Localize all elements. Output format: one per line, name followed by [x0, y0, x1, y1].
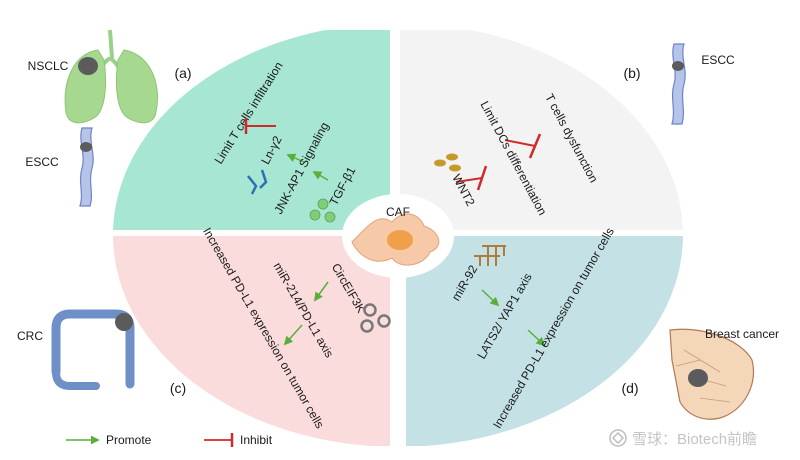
legend-promote-label: Promote — [106, 433, 152, 447]
b-inhibit-bar-2 — [476, 165, 488, 191]
lung-tumor — [78, 57, 98, 75]
b-inhibit-stem-2 — [455, 177, 483, 183]
c-arrow-2 — [283, 324, 303, 346]
quadrant-c-bg — [113, 236, 390, 446]
esophagus-left-icon — [79, 127, 94, 207]
esophagus-right-icon — [671, 43, 686, 125]
label-crc: CRC — [17, 329, 43, 343]
d-arrow-1 — [481, 289, 500, 307]
a-arrow-2 — [312, 171, 329, 181]
quadrant-a-bg — [113, 30, 390, 230]
breast-tumor — [688, 369, 708, 387]
caf-label: CAF — [386, 205, 410, 219]
lung-icon — [64, 29, 158, 124]
label-breast-cancer: Breast cancer — [705, 327, 779, 341]
wnt2-particles-icon — [434, 153, 461, 172]
watermark: 雪球：Biotech前瞻 — [632, 431, 757, 448]
tag-c: (c) — [170, 380, 186, 396]
a-arrow-1 — [286, 153, 305, 163]
tag-b: (b) — [623, 65, 640, 81]
label-escc-right: ESCC — [701, 53, 735, 67]
circeif3k-rings-icon — [360, 303, 391, 333]
colon-tumor — [115, 313, 133, 331]
c-arrow-1 — [313, 281, 329, 302]
esophagus-left-tumor — [80, 142, 92, 152]
mir92-strands-icon — [474, 245, 506, 266]
tgf-beta1-particles-icon — [309, 198, 336, 223]
esophagus-right-tumor — [672, 61, 684, 71]
ln-gamma2-molecule-icon — [247, 169, 268, 195]
legend-inhibit-label: Inhibit — [240, 433, 273, 447]
b-inhibit-stem-1 — [504, 139, 536, 147]
tag-a: (a) — [174, 65, 191, 81]
caf-cell — [342, 194, 454, 278]
d-arrow-2 — [527, 329, 546, 347]
label-nsclc: NSCLC — [28, 59, 69, 73]
label-escc-left: ESCC — [25, 155, 59, 169]
tag-d: (d) — [621, 380, 638, 396]
watermark-logo-icon — [609, 429, 627, 447]
b-inhibit-bar-1 — [528, 133, 542, 159]
breast-icon — [669, 328, 754, 420]
